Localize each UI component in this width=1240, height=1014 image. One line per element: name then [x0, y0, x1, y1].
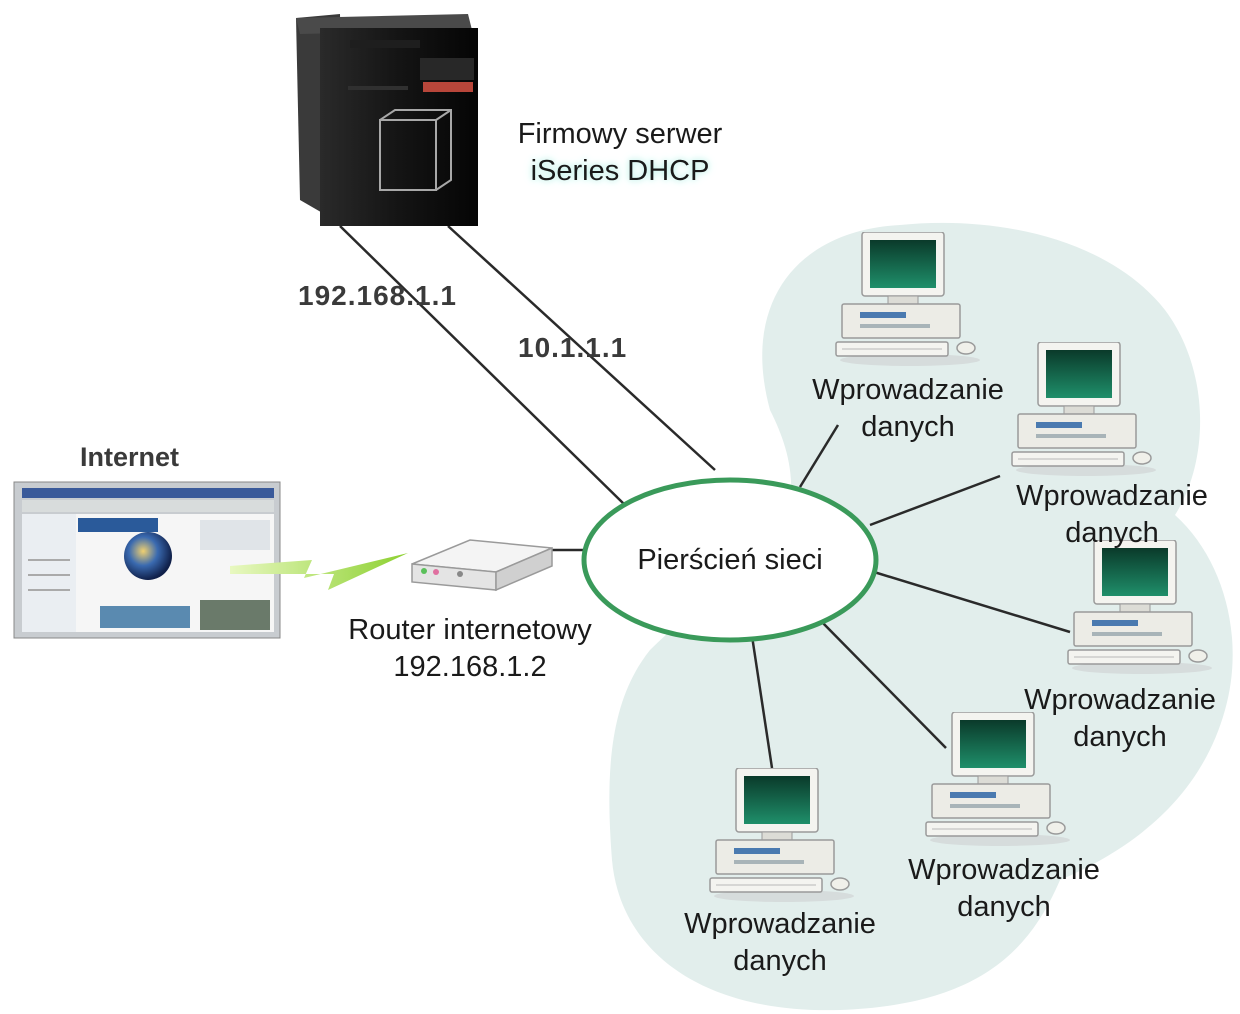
ip-label-right: 10.1.1.1: [518, 332, 628, 363]
workstation-label-line2: danych: [861, 411, 955, 443]
browser-window-icon: [13, 481, 281, 639]
workstation-label-line1: Wprowadzanie: [812, 374, 1004, 406]
ws5-link: [750, 635, 774, 769]
ws4-link: [817, 617, 947, 749]
workstation-label: Wprowadzanie danych: [884, 852, 1124, 926]
ws2-link: [869, 474, 1001, 527]
workstation-label: Wprowadzanie danych: [992, 478, 1232, 552]
workstation-label-line1: Wprowadzanie: [1024, 684, 1216, 716]
router-label-line2: 192.168.1.2: [393, 651, 547, 683]
network-links: [339, 225, 1071, 769]
workstation-label-line2: danych: [1073, 721, 1167, 753]
workstation-label-line2: danych: [1065, 517, 1159, 549]
network-ring: [581, 477, 879, 643]
server-label-line1: Firmowy serwer: [517, 118, 723, 150]
ws3-link: [873, 570, 1071, 634]
workstation-label-line1: Wprowadzanie: [684, 908, 876, 940]
workstation-label: Wprowadzanie danych: [1000, 682, 1240, 756]
ws1-link: [798, 424, 840, 488]
router-icon: [411, 539, 553, 592]
server-tower-icon: [296, 14, 478, 226]
server-label: Firmowy serwer iSeries DHCP: [490, 116, 750, 190]
router-label: Router internetowy 192.168.1.2: [320, 612, 620, 686]
ip-label-left: 192.168.1.1: [298, 280, 457, 311]
workstation-label-line2: danych: [957, 891, 1051, 923]
internet-label: Internet: [80, 442, 180, 472]
server-label-line2: iSeries DHCP: [530, 155, 710, 187]
workstation-label: Wprowadzanie danych: [660, 906, 900, 980]
wireless-link-icon: [230, 553, 408, 590]
server-link-192: [339, 225, 626, 506]
server-link-10: [447, 225, 716, 471]
workstation-label-line1: Wprowadzanie: [908, 854, 1100, 886]
workstation-label-line1: Wprowadzanie: [1016, 480, 1208, 512]
ring-label: Pierścień sieci: [637, 544, 823, 576]
router-label-line1: Router internetowy: [348, 614, 592, 646]
workstation-label-line2: danych: [733, 945, 827, 977]
workstation-label: Wprowadzanie danych: [788, 372, 1028, 446]
